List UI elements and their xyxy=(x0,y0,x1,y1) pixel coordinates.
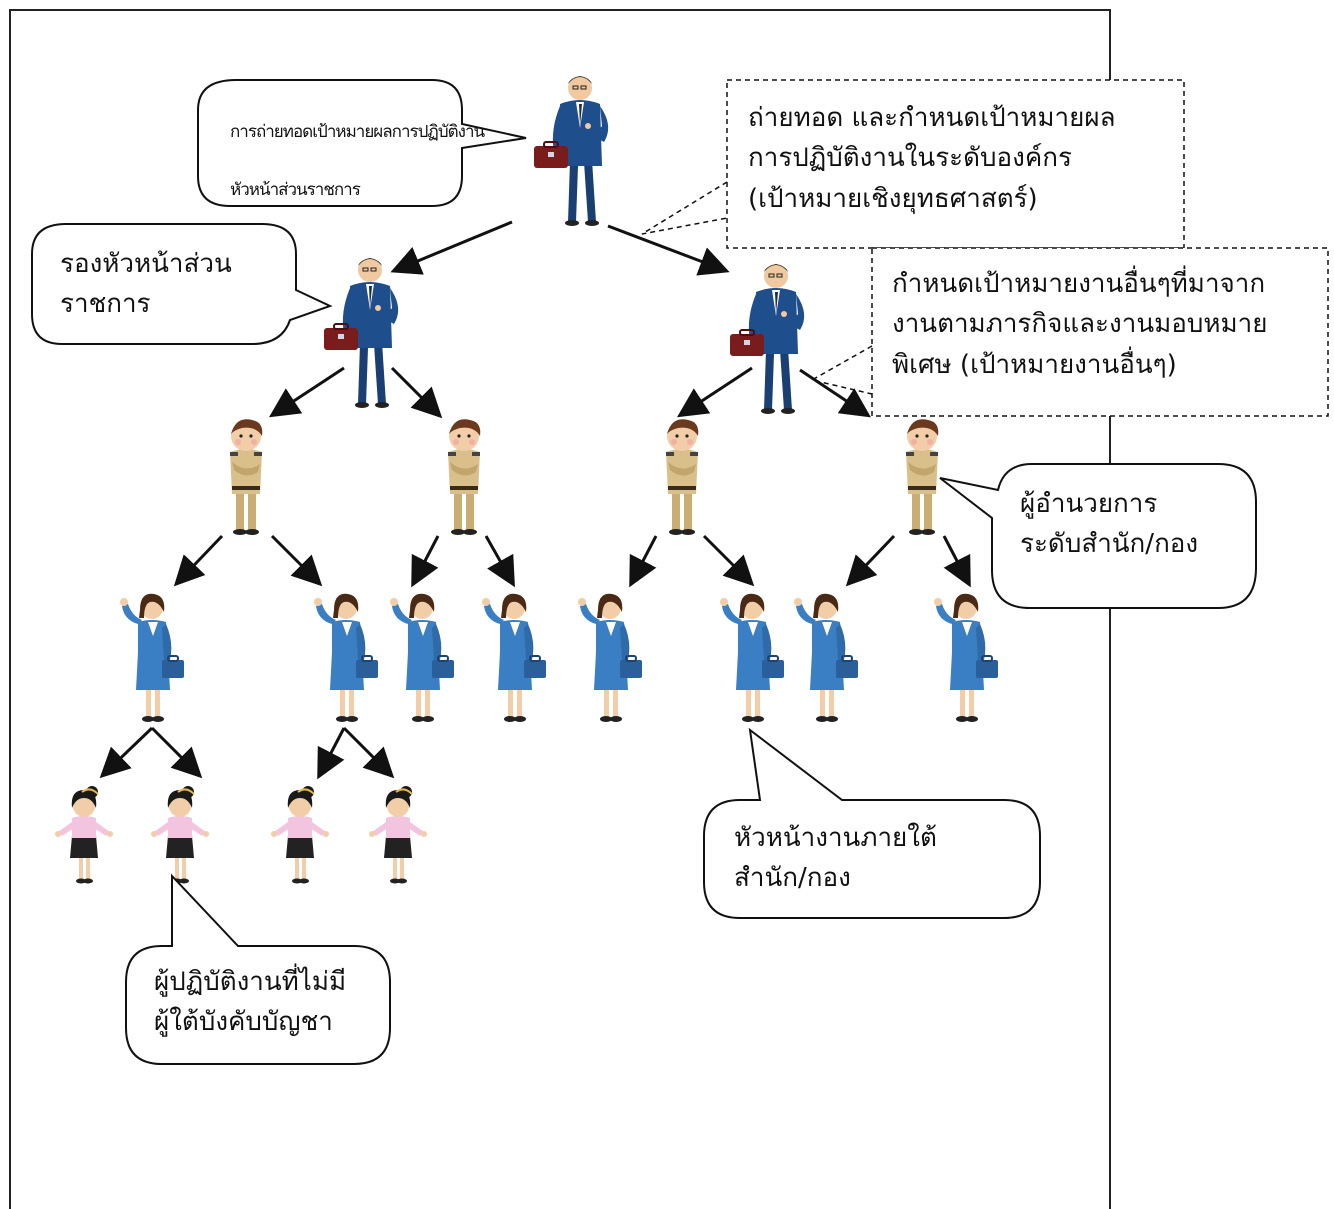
arrow xyxy=(99,726,154,779)
arrow xyxy=(411,535,440,588)
arrow xyxy=(799,368,871,418)
director-callout xyxy=(939,463,1257,609)
other-goal-text: กำหนดเป้าหมายงานอื่นๆที่มาจาก งานตามภารก… xyxy=(892,269,1268,380)
deputy-figure xyxy=(323,257,400,409)
arrow xyxy=(629,535,658,588)
top-left-callout-line1: การถ่ายทอดเป้าหมายผลการปฏิบัติงาน xyxy=(230,122,485,142)
section-head-figure xyxy=(933,592,999,723)
arrow xyxy=(317,727,346,780)
section-head-callout xyxy=(703,727,1041,919)
director-label: ผู้อำนวยการ ระดับสำนัก/กอง xyxy=(1020,489,1199,560)
arrow xyxy=(390,366,443,419)
arrow xyxy=(845,534,896,587)
section-head-figure xyxy=(119,592,185,723)
staff-label: ผู้ปฏิบัติงานที่ไม่มี ผู้ใต้บังคับบัญชา xyxy=(154,967,347,1038)
top-left-callout xyxy=(197,79,527,207)
director-figure xyxy=(448,419,481,535)
section-head-figure xyxy=(389,592,455,723)
arrow xyxy=(942,535,971,588)
org-goal-box xyxy=(726,79,1185,249)
section-head-figure xyxy=(313,592,379,723)
arrow xyxy=(607,224,730,276)
director-figure xyxy=(906,419,939,535)
other-goal-box xyxy=(871,247,1329,417)
staff-figure xyxy=(368,785,428,885)
arrow xyxy=(484,535,515,588)
section-head-label: หัวหน้างานภายใต้ สำนัก/กอง xyxy=(734,823,937,894)
head-of-agency-figure xyxy=(533,75,610,227)
deputy-callout xyxy=(31,223,333,345)
staff-figure xyxy=(150,785,210,885)
org-goal-text: ถ่ายทอด และกำหนดเป้าหมายผล การปฏิบัติงาน… xyxy=(748,103,1116,214)
deputy-label: รองหัวหน้าส่วน ราชการ xyxy=(60,249,232,320)
staff-figure xyxy=(270,785,330,885)
director-figure xyxy=(230,419,263,535)
arrow xyxy=(150,726,203,779)
arrow xyxy=(342,726,395,779)
director-figure xyxy=(666,419,699,535)
top-left-callout-line2: หัวหน้าส่วนราชการ xyxy=(230,180,361,200)
staff-figure xyxy=(54,785,114,885)
arrow xyxy=(390,220,513,275)
arrow xyxy=(270,534,323,587)
arrow xyxy=(268,366,345,418)
arrow xyxy=(173,534,224,587)
section-head-figure xyxy=(577,592,643,723)
section-head-figure xyxy=(719,592,785,723)
section-head-figure xyxy=(793,592,859,723)
section-head-figure xyxy=(481,592,547,723)
arrow xyxy=(676,366,753,418)
staff-callout xyxy=(125,873,391,1065)
arrow xyxy=(702,534,755,587)
deputy-figure xyxy=(729,263,806,415)
